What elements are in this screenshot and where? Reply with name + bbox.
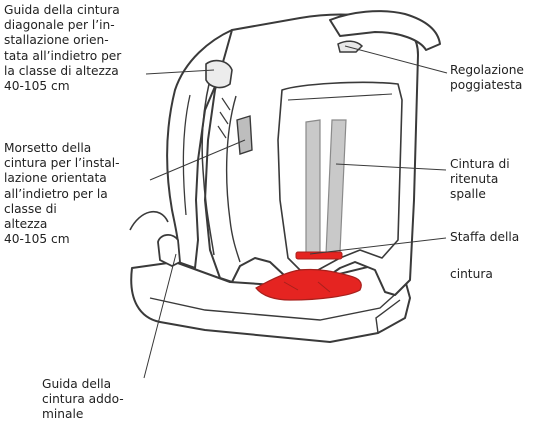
label-lap-belt-guide: Guida della cintura addo- minale <box>42 377 152 423</box>
lap-belt-guide <box>158 235 180 266</box>
label-headrest-adjust: Regolazione poggiatesta <box>450 63 546 93</box>
label-bracket-line1: Staffa della <box>450 230 546 245</box>
headrest-adjust-handle <box>338 41 362 52</box>
label-bracket-line2: cintura <box>450 267 546 282</box>
belt-clamp <box>237 116 252 154</box>
label-shoulder-belts: Cintura di ritenuta spalle <box>450 157 546 203</box>
label-diagonal-belt-guide: Guida della cintura diagonale per l’in- … <box>4 3 154 94</box>
seat-base <box>131 262 410 342</box>
diagonal-belt-guide <box>206 61 232 88</box>
shoulder-belt-left <box>306 120 320 256</box>
label-belt-clamp: Morsetto della cintura per l’instal- laz… <box>4 141 154 247</box>
